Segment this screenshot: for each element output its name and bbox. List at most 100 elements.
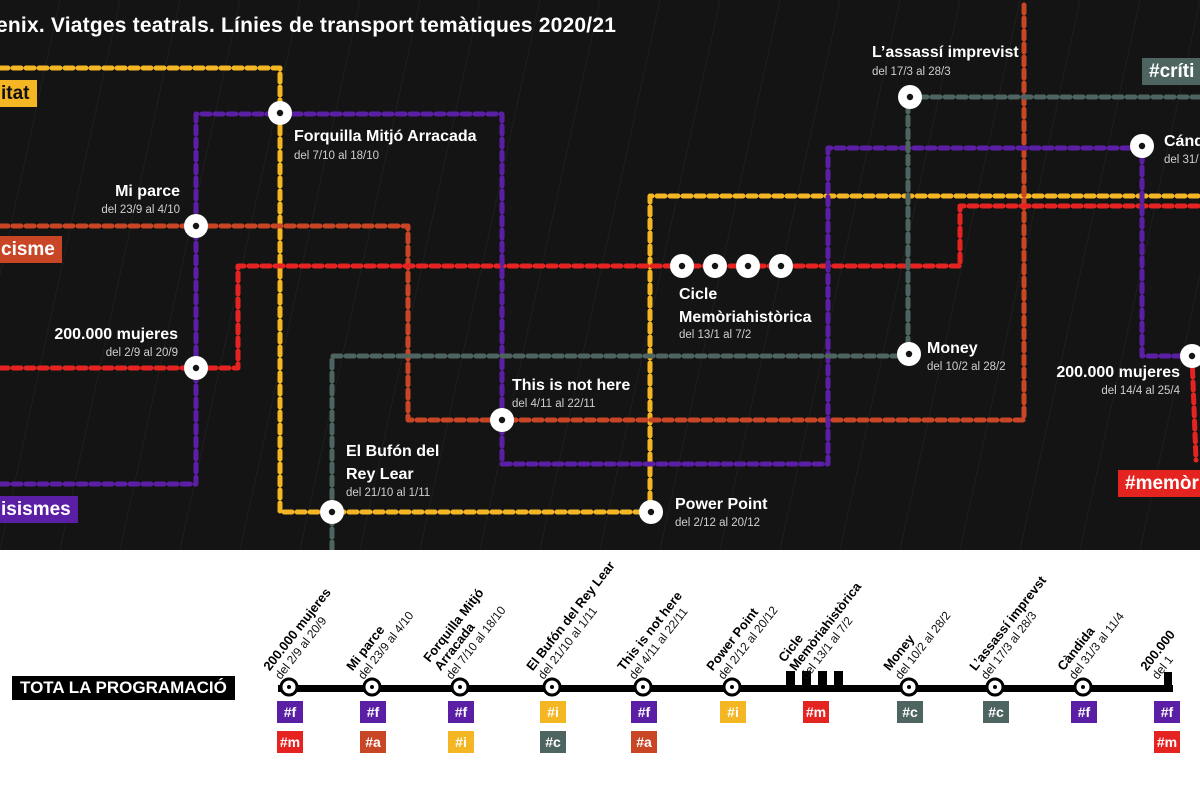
timeline-stop-dot	[907, 685, 911, 689]
stop-marker-power[interactable]	[639, 500, 663, 524]
stop-assassi-title: L’assassí imprevist	[872, 44, 1019, 61]
stop-thisis-title: This is not here	[512, 377, 631, 394]
timeline-tag-badge: #i	[448, 731, 474, 753]
timeline-cicle-tick	[834, 671, 843, 687]
timeline-stop-dot	[1081, 685, 1085, 689]
line-memoria	[0, 203, 1200, 371]
timeline-stop-dot	[730, 685, 734, 689]
timeline-cicle-tick	[802, 671, 811, 687]
stop-marker-cicle-4[interactable]	[769, 254, 793, 278]
timeline-tag-badge: #m	[1154, 731, 1180, 753]
map-texture	[539, 0, 661, 550]
timeline-tag-badge: #m	[277, 731, 303, 753]
map-texture	[0, 0, 61, 278]
timeline-tag-badge: #a	[631, 731, 657, 753]
stop-miparce-date: del 23/9 al 4/10	[101, 204, 180, 216]
tag-feminismes: isismes	[0, 496, 78, 523]
timeline-tag-badge: #i	[720, 701, 746, 723]
line-network	[0, 0, 1200, 550]
transport-map: enix. Viatges teatrals. Línies de transp…	[0, 0, 1200, 550]
timeline-stop-dot	[287, 685, 291, 689]
stop-forquilla-date: del 7/10 al 18/10	[294, 150, 380, 162]
stop-marker-mujeres2[interactable]	[1180, 344, 1200, 368]
map-texture	[59, 0, 181, 550]
map-texture	[1139, 272, 1200, 550]
tag-classisme: cisme	[0, 236, 62, 263]
stop-miparce-title: Mi parce	[115, 183, 180, 200]
line-memoria-tail	[1189, 353, 1199, 463]
stop-marker-cicle-3[interactable]	[736, 254, 760, 278]
stop-mujeres2-title: 200.000 mujeres	[1056, 364, 1180, 381]
stop-bufon-title-2: Rey Lear	[346, 466, 414, 483]
stop-marker-mujeres1[interactable]	[184, 356, 208, 380]
stop-mujeres2-date: del 14/4 al 25/4	[1101, 385, 1180, 397]
map-texture	[0, 0, 121, 550]
stop-cicle-date: del 13/1 al 7/2	[679, 329, 752, 341]
map-texture	[419, 0, 541, 550]
stop-marker-cicle-1[interactable]	[670, 254, 694, 278]
map-texture	[779, 0, 901, 550]
timeline-cicle-tick	[818, 671, 827, 687]
stop-marker-money[interactable]	[897, 342, 921, 366]
timeline-tag-badge: #c	[983, 701, 1009, 723]
stop-candida-date: del 31/	[1164, 154, 1199, 166]
stop-money-title: Money	[927, 340, 978, 357]
timeline-stop-dot	[641, 685, 645, 689]
line-identitat	[0, 65, 1200, 515]
timeline-stop-dot	[370, 685, 374, 689]
timeline-tag-badge: #f	[1071, 701, 1097, 723]
stop-cicle-title: Cicle	[679, 286, 718, 303]
map-texture	[479, 0, 601, 550]
timeline-stop-dot	[993, 685, 997, 689]
timeline-end-cap	[1164, 672, 1172, 692]
stop-assassi-date: del 17/3 al 28/3	[872, 66, 951, 78]
stop-marker-forquilla[interactable]	[268, 101, 292, 125]
line-classisme	[0, 0, 1027, 423]
page-title: enix. Viatges teatrals. Línies de transp…	[0, 14, 617, 37]
stop-marker-cicle-2[interactable]	[703, 254, 727, 278]
tag-identitat: itat	[0, 80, 37, 107]
stop-thisis-date: del 4/11 al 22/11	[512, 398, 596, 410]
timeline-stop-dot	[458, 685, 462, 689]
map-texture	[1019, 0, 1141, 550]
stop-marker-thisis[interactable]	[490, 408, 514, 432]
timeline-tag-badge: #f	[1154, 701, 1180, 723]
timeline-tag-badge: #i	[540, 701, 566, 723]
timeline-tag-badge: #a	[360, 731, 386, 753]
stop-power-title: Power Point	[675, 496, 768, 513]
map-texture	[359, 0, 481, 550]
stop-marker-assassi[interactable]	[898, 85, 922, 109]
stop-marker-bufon[interactable]	[320, 500, 344, 524]
stop-mujeres1-title: 200.000 mujeres	[54, 326, 178, 343]
stop-marker-miparce[interactable]	[184, 214, 208, 238]
timeline-tag-badge: #f	[360, 701, 386, 723]
map-texture	[299, 0, 421, 550]
timeline-cicle-tick	[786, 671, 795, 687]
map-texture	[899, 0, 1021, 550]
stop-candida-title: Cánd	[1164, 133, 1200, 150]
timeline-track	[278, 671, 1173, 697]
map-texture	[119, 0, 241, 550]
map-texture	[599, 0, 721, 550]
line-feminismes	[0, 111, 1193, 487]
timeline-stop-dot	[550, 685, 554, 689]
map-texture	[239, 0, 361, 550]
stop-money-date: del 10/2 al 28/2	[927, 361, 1006, 373]
stop-mujeres1-date: del 2/9 al 20/9	[105, 347, 178, 359]
tag-memoria: #memòriah	[1118, 470, 1200, 497]
stop-bufon-title: El Bufón del	[346, 443, 440, 460]
timeline-tag-badge: #f	[448, 701, 474, 723]
map-texture	[959, 0, 1081, 550]
stop-marker-candida[interactable]	[1130, 134, 1154, 158]
stop-forquilla-title: Forquilla Mitjó Arracada	[294, 128, 477, 145]
timeline-tag-badge: #c	[897, 701, 923, 723]
stop-cicle-title-2: Memòriahistòrica	[679, 309, 812, 326]
timeline-label: TOTA LA PROGRAMACIÓ	[12, 676, 235, 700]
stop-bufon-date: del 21/10 al 1/11	[346, 487, 431, 499]
tag-critica: #críti	[1142, 58, 1200, 85]
timeline-tag-badge: #f	[277, 701, 303, 723]
stop-power-date: del 2/12 al 20/12	[675, 517, 761, 529]
map-texture	[839, 0, 961, 550]
